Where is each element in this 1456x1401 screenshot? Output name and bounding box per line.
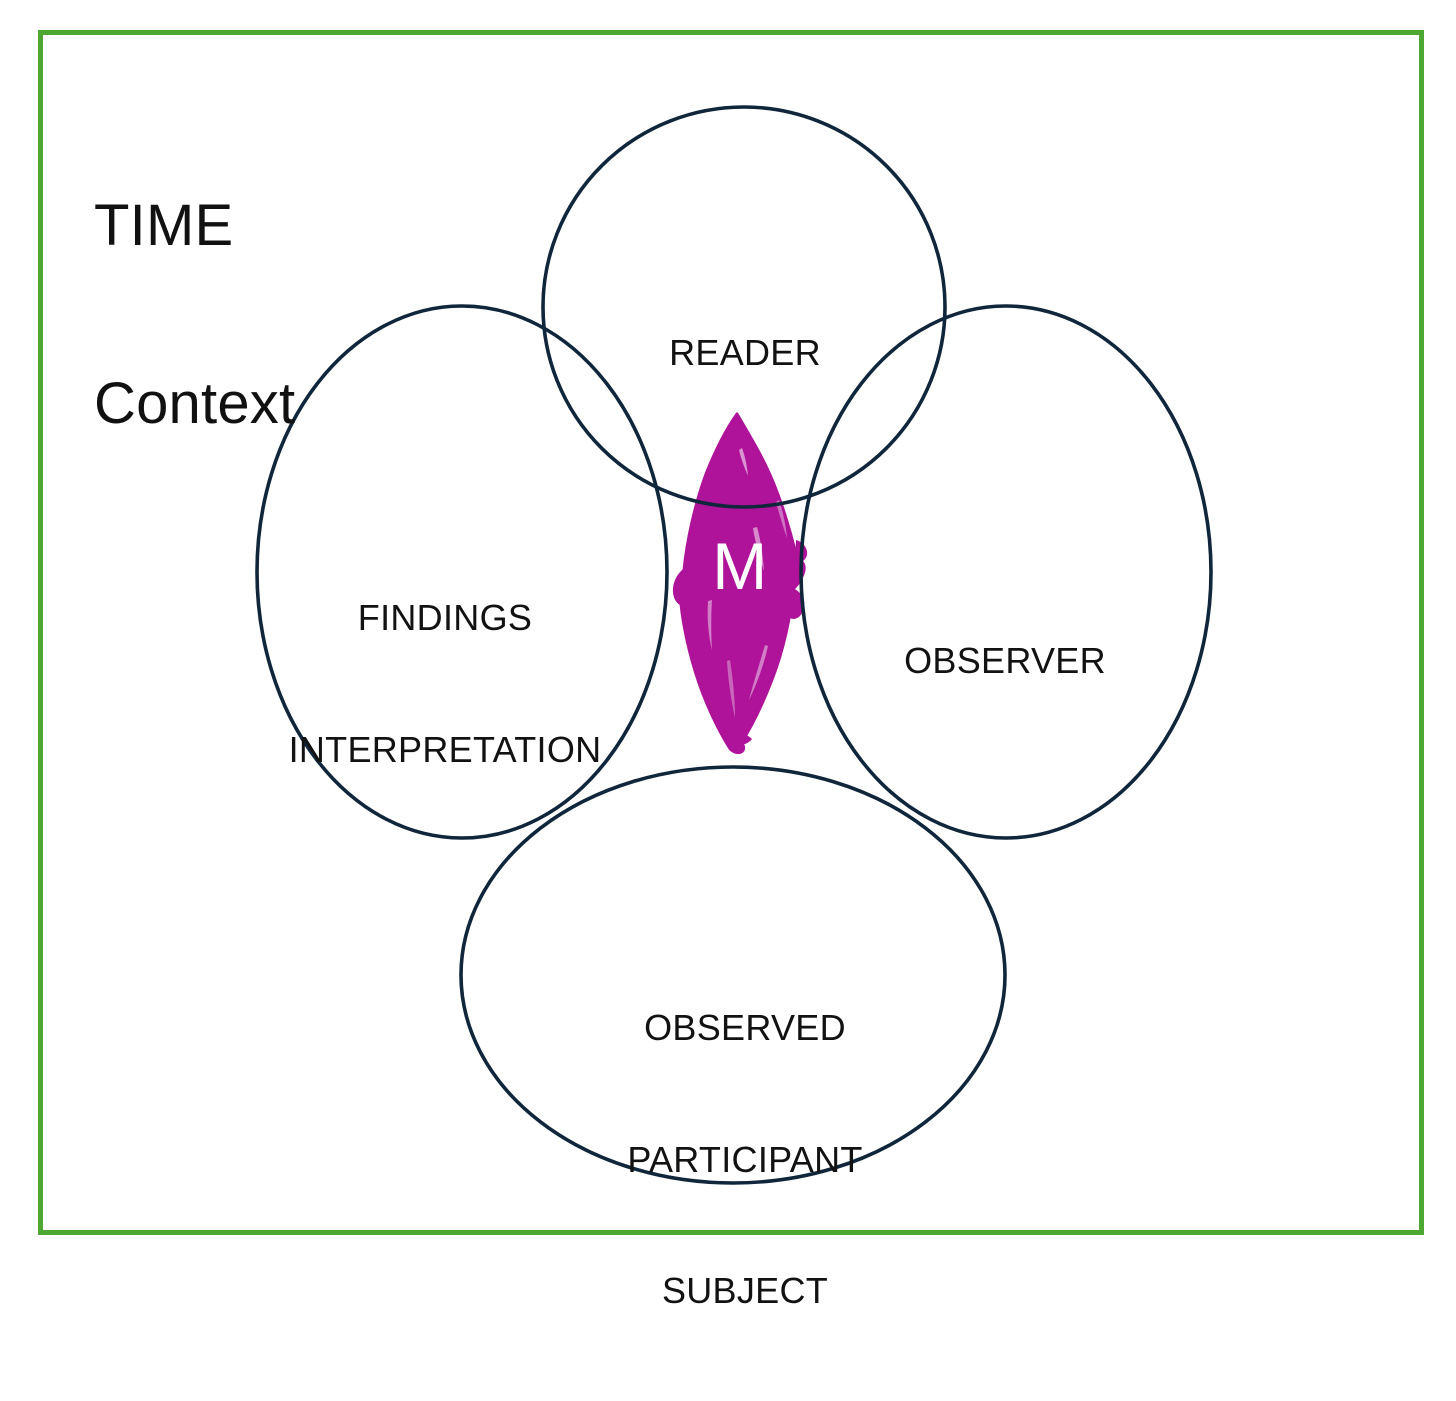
- set-label-observed-line-3: SUBJECT: [661, 1270, 829, 1312]
- set-label-observer: OBSERVER: [805, 551, 1205, 771]
- set-outline-findings-interpretation: [255, 304, 669, 840]
- set-label-observed-line-1: OBSERVED: [644, 1006, 846, 1048]
- set-label-reader: READER: [545, 243, 945, 463]
- set-label-findings-interpretation: FINDINGS INTERPRETATION: [245, 508, 645, 859]
- set-label-reader-line-1: READER: [669, 331, 821, 373]
- set-label-findings-line-1: FINDINGS: [357, 596, 533, 638]
- venn-diagram-graphic: [255, 105, 1213, 1185]
- set-outline-observer: [799, 304, 1213, 840]
- diagram-canvas: TIME Context READER FINDINGS INTERPRETAT…: [38, 30, 1424, 1312]
- core-intersection-label: M: [712, 529, 768, 603]
- page-title-line-context: Context: [94, 370, 296, 436]
- set-outline-reader: [541, 105, 947, 509]
- set-label-observed-line-2: PARTICIPANT: [627, 1138, 863, 1180]
- set-label-findings-line-2: INTERPRETATION: [288, 728, 602, 770]
- set-label-observed-participant-subject: OBSERVED PARTICIPANT SUBJECT: [545, 918, 945, 1401]
- page-title-line-time: TIME: [94, 193, 234, 259]
- set-outline-observed-participant-subject: [459, 765, 1007, 1185]
- set-label-observer-line-1: OBSERVER: [904, 639, 1106, 681]
- page-title: TIME Context: [94, 78, 295, 551]
- core-intersection-shape: [672, 412, 808, 755]
